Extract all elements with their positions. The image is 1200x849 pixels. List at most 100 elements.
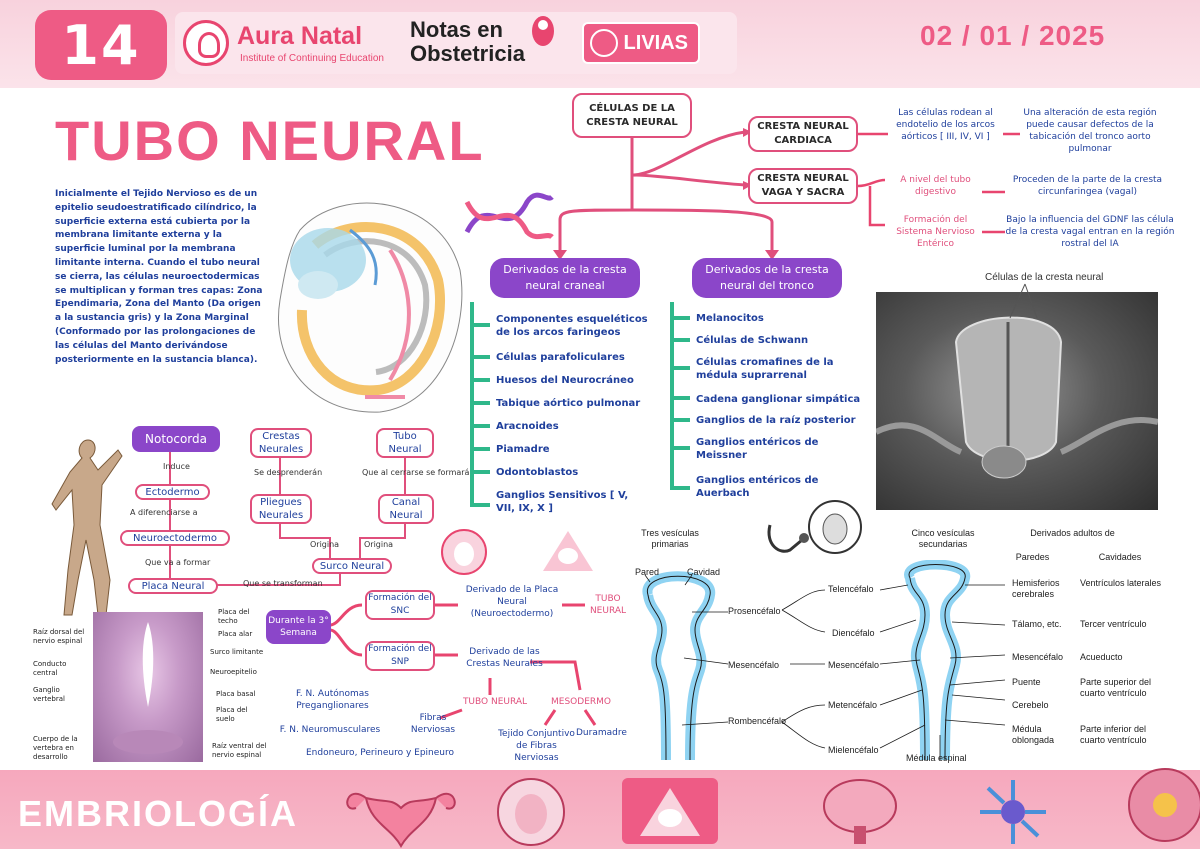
vesicle-diagram: [642, 560, 1006, 761]
craneal-item: Ganglios Sensitivos [ V, VII, IX, X ]: [496, 490, 629, 514]
histo-right-label: Surco limitante: [210, 648, 264, 656]
pared-derivado: Puente: [1012, 677, 1041, 687]
tronco-item: Células cromafines de la médula suprarre…: [696, 357, 834, 381]
hdr-cinco-vesiculas: Cinco vesículas secundarias: [911, 528, 975, 549]
stethoscope-icon: [760, 520, 810, 564]
notas-line1: Notas en: [410, 17, 503, 42]
pared-derivado: Mesencéfalo: [1012, 652, 1064, 662]
craneal-item: Tabique aórtico pulmonar: [496, 398, 641, 409]
fan-text: F. N. Autónomas Preganglionares: [296, 689, 369, 711]
histo-right-label: Neuroepitelio: [210, 668, 257, 676]
vaga-text-1: A nivel del tubo digestivo: [900, 175, 971, 197]
cavidad-derivado: Tercer ventrículo: [1080, 619, 1147, 629]
anatomy-figure: [48, 430, 126, 624]
histo-left-label: Ganglio vertebral: [33, 686, 65, 703]
crestas-neurales-node: Crestas Neurales: [250, 428, 312, 458]
induce-label: Induce: [163, 462, 190, 471]
cell-footer-icon: [1125, 760, 1200, 849]
vaga-text-3: Formación del Sistema Nervioso Entérico: [896, 215, 975, 249]
neuroectodermo-node: Neuroectodermo: [120, 530, 230, 546]
tronco-item: Ganglios entéricos de Meissner: [696, 437, 819, 461]
notas-logo: Notas en Obstetricia: [410, 18, 525, 66]
medula-label: Médula espinal: [906, 753, 967, 763]
livias-circle-icon: [590, 29, 618, 57]
tubo-neural-label-2: TUBO NEURAL: [462, 697, 528, 707]
notas-line2: Obstetricia: [410, 41, 525, 66]
cresta-vaga-node: CRESTA NEURAL VAGA Y SACRA: [748, 168, 858, 204]
cardiaca-text-1: Las células rodean al endotelio de los a…: [896, 108, 995, 142]
tubo-neural-label: TUBO NEURAL: [589, 594, 627, 616]
brain-footer-icon: [820, 776, 900, 849]
telencefalo-label: Telencéfalo: [828, 584, 874, 594]
snp-node: Formación del SNP: [365, 641, 435, 671]
fetus-circle-icon: [806, 498, 864, 560]
footer-band: [0, 770, 1200, 849]
footer-title: EMBRIOLOGÍA: [18, 793, 298, 834]
hdr-paredes: Paredes: [1015, 552, 1050, 562]
tubo-neural-node: Tubo Neural: [376, 428, 434, 458]
sem-micrograph: [876, 292, 1158, 510]
canal-neural-node: Canal Neural: [378, 494, 434, 524]
page-number-badge: 14: [35, 10, 167, 80]
rombencefalo-label: Rombencéfalo: [728, 716, 787, 726]
cavidad-derivado: Ventrículos laterales: [1080, 578, 1162, 588]
tronco-header: Derivados de la cresta neural del tronco: [692, 258, 842, 298]
hdr-tres-vesiculas: Tres vesículas primarias: [641, 528, 699, 549]
endoneuro-text: Endoneuro, Perineuro y Epineuro: [306, 748, 454, 758]
tronco-item: Células de Schwann: [696, 335, 809, 346]
tronco-item: Melanocitos: [696, 313, 764, 324]
diferenciarse-label: A diferenciarse a: [130, 508, 198, 517]
vaga-text-2: Proceden de la parte de la cresta circun…: [1012, 175, 1163, 197]
histo-right-label: Placa del techo: [218, 608, 250, 625]
photo-label: Células de la cresta neural: [985, 272, 1104, 283]
prosencefalo-label: Prosencéfalo: [728, 606, 781, 616]
tronco-item: Ganglios de la raíz posterior: [696, 415, 856, 426]
duramadre-text: Duramadre: [576, 728, 627, 738]
cavidad-derivado: Parte inferior del cuarto ventrículo: [1080, 724, 1147, 745]
histo-left-label: Conducto central: [33, 660, 67, 677]
mesodermo-label: MESODERMO: [551, 697, 611, 707]
placa-neural-node: Placa Neural: [128, 578, 218, 594]
histo-right-label: Placa alar: [218, 630, 253, 638]
pared-derivado: Tálamo, etc.: [1012, 619, 1062, 629]
fnm-text: F. N. Neuromusculares: [279, 725, 381, 735]
mesencefalo-label: Mesencéfalo: [728, 660, 780, 670]
fetus-footer-icon: [496, 774, 566, 849]
histo-right-label: Raíz ventral del nervio espinal: [212, 742, 267, 759]
origina-label-1: Origina: [310, 540, 340, 549]
histo-right-label: Placa basal: [216, 690, 256, 698]
fetus-bubble-icon: [440, 528, 488, 580]
cavidad-derivado: Acueducto: [1080, 652, 1123, 662]
aura-natal-logo-icon: [183, 20, 229, 66]
tejido-text: Tejido Conjuntivo de Fibras Nerviosas: [498, 729, 575, 763]
hdr-cavidades: Cavidades: [1098, 552, 1142, 562]
vaga-text-4: Bajo la influencia del GDNF las célula d…: [1005, 215, 1175, 249]
cavidad-derivado: Parte superior del cuarto ventrículo: [1080, 677, 1152, 698]
snc-node: Formación del SNC: [365, 590, 435, 620]
craneal-item: Aracnoides: [496, 421, 559, 432]
photo-pointer: [1009, 283, 1038, 319]
uterus-icon: [336, 778, 466, 849]
page-title: TUBO NEURAL: [55, 109, 485, 172]
craneal-item: Odontoblastos: [496, 467, 579, 478]
pared-derivado: Médula oblongada: [1012, 724, 1055, 745]
que-al-cerrarse-label: Que al cerrarse se formará: [362, 468, 470, 477]
snp-deriv-text: Derivado de las Crestas Neurales: [466, 647, 543, 669]
mielencefalo-label: Mielencéfalo: [828, 745, 879, 755]
origina-label-2: Origina: [364, 540, 394, 549]
pared-derivado: Cerebelo: [1012, 700, 1049, 710]
fetus-icon: [530, 14, 556, 52]
ultrasound-footer-icon: [620, 776, 720, 849]
cresta-cardiaca-node: CRESTA NEURAL CARDIACA: [748, 116, 858, 152]
craneal-item: Huesos del Neurocráneo: [496, 375, 634, 386]
craneal-item: Células parafoliculares: [496, 352, 625, 363]
histo-left-label: Raíz dorsal del nervio espinal: [33, 628, 85, 645]
surco-neural-node: Surco Neural: [312, 558, 392, 574]
craneal-item: Piamadre: [496, 444, 550, 455]
embryo-illustration: [270, 190, 470, 415]
tronco-item: Ganglios entéricos de Auerbach: [696, 475, 819, 499]
craneal-item: Componentes esqueléticos de los arcos fa…: [496, 314, 648, 338]
metencefalo-label: Metencéfalo: [828, 700, 878, 710]
ultrasound-icon: [538, 526, 598, 580]
pliegues-neurales-node: Pliegues Neurales: [250, 494, 312, 524]
